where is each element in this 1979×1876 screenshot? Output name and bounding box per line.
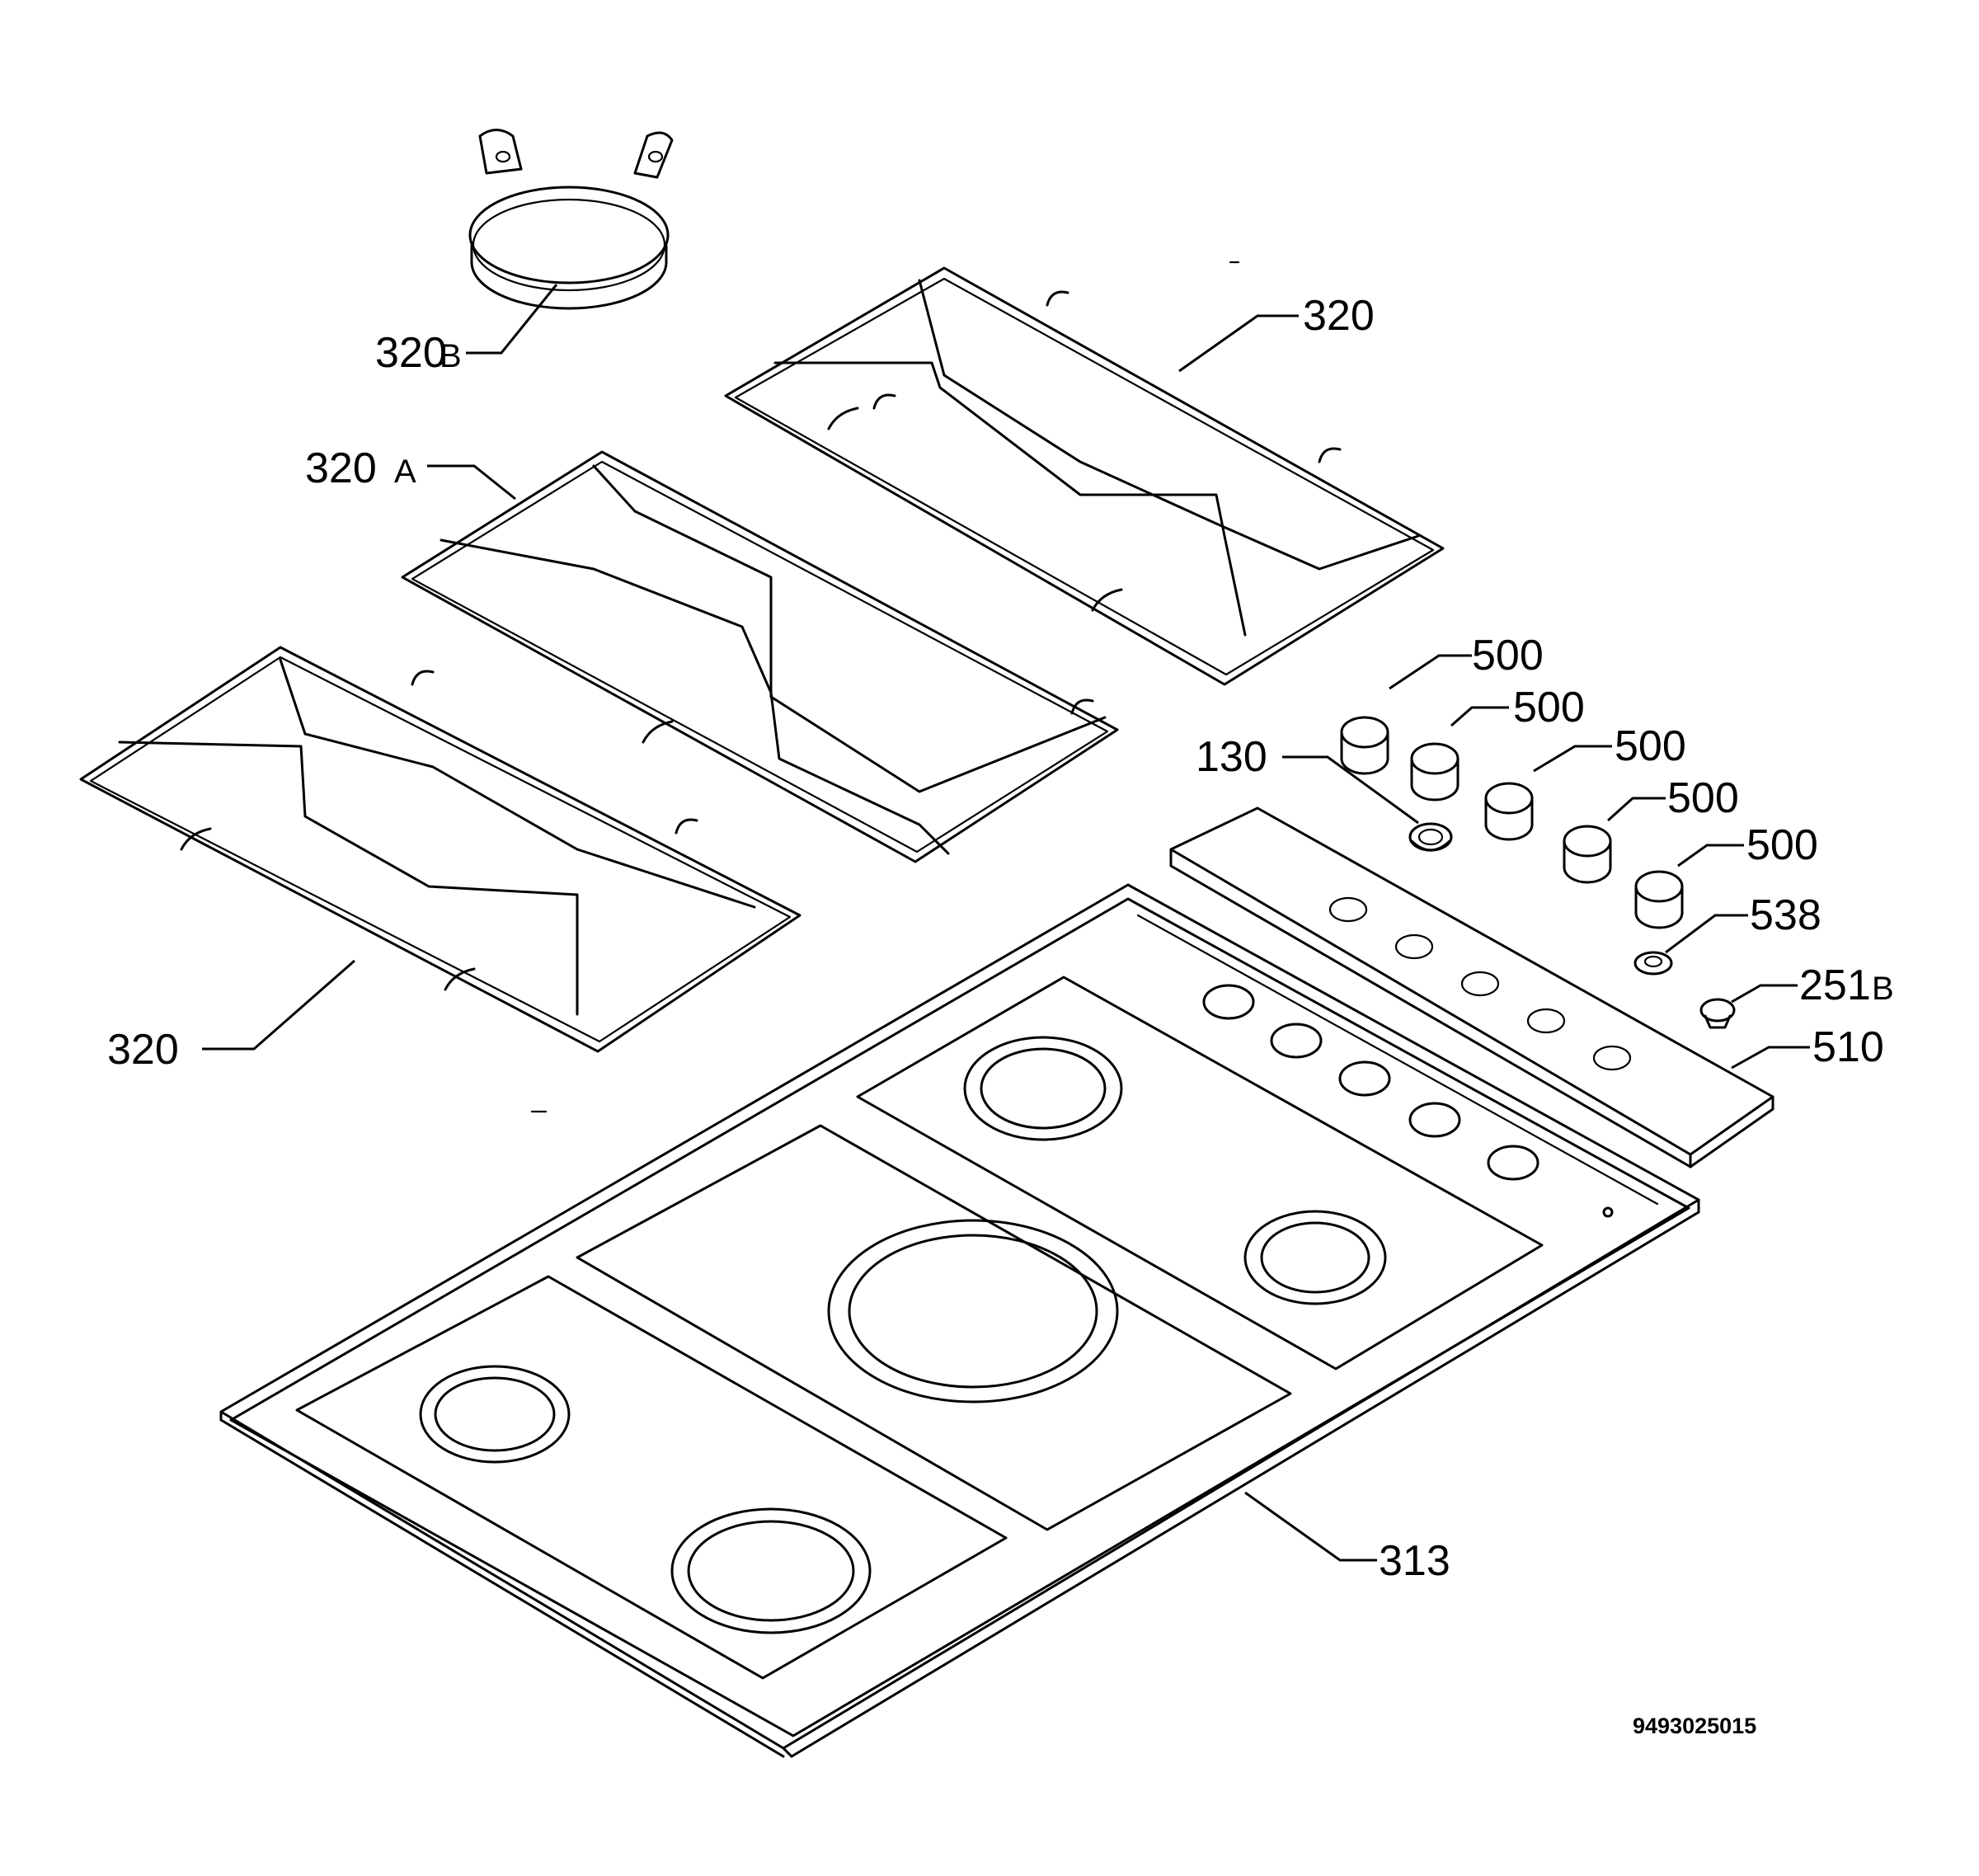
hob-top-313 <box>219 883 1700 1758</box>
label-130: 130 <box>1196 733 1267 781</box>
knob-2 <box>1410 742 1460 802</box>
burner-front-right <box>963 1036 1123 1141</box>
label-510: 510 <box>1812 1023 1884 1071</box>
document-number: 9493025015 <box>1633 1714 1756 1738</box>
label-251b-suffix: B <box>1872 971 1894 1007</box>
label-251b: 251 <box>1799 962 1871 1009</box>
knob-1 <box>1340 716 1389 775</box>
label-500-3: 500 <box>1615 722 1686 770</box>
knobs-500 <box>1340 716 1684 929</box>
label-313: 313 <box>1379 1537 1450 1585</box>
burner-rear-right <box>1243 1210 1387 1305</box>
label-320a-suffix: A <box>394 454 416 490</box>
label-500-5: 500 <box>1746 821 1818 869</box>
hob-zone-right <box>856 976 1544 1371</box>
pan-support-left-320 <box>79 646 801 1053</box>
label-500-1: 500 <box>1472 632 1544 679</box>
label-320b: 320 <box>375 329 447 377</box>
pan-support-right-320 <box>724 266 1445 686</box>
knob-3 <box>1484 782 1534 841</box>
label-320b-suffix: B <box>440 338 462 374</box>
label-500-2: 500 <box>1513 684 1585 731</box>
hob-zone-middle <box>576 1124 1292 1531</box>
burner-rear-left <box>670 1507 872 1634</box>
hob-zone-left <box>295 1275 1008 1680</box>
burner-front-left <box>419 1365 571 1464</box>
part-130-cap <box>1408 822 1453 852</box>
label-320-right: 320 <box>1303 292 1375 340</box>
part-538 <box>1633 951 1673 976</box>
burner-large-middle <box>827 1219 1119 1403</box>
callout-labels: 320 B 320 A 320 320 500 500 500 500 500 … <box>107 292 1894 1738</box>
label-538: 538 <box>1750 891 1822 939</box>
label-320-left: 320 <box>107 1026 179 1074</box>
label-500-4: 500 <box>1667 774 1739 822</box>
label-320a: 320 <box>305 444 377 492</box>
knob-5 <box>1634 870 1684 929</box>
wok-ring-320b <box>468 129 674 310</box>
knob-4 <box>1563 825 1612 884</box>
knob-holes <box>1202 984 1614 1218</box>
part-251b <box>1699 998 1736 1029</box>
leader-lines <box>202 284 1810 1562</box>
control-panel-trim-510 <box>1169 806 1775 1168</box>
pan-support-middle-320a <box>401 393 1119 863</box>
